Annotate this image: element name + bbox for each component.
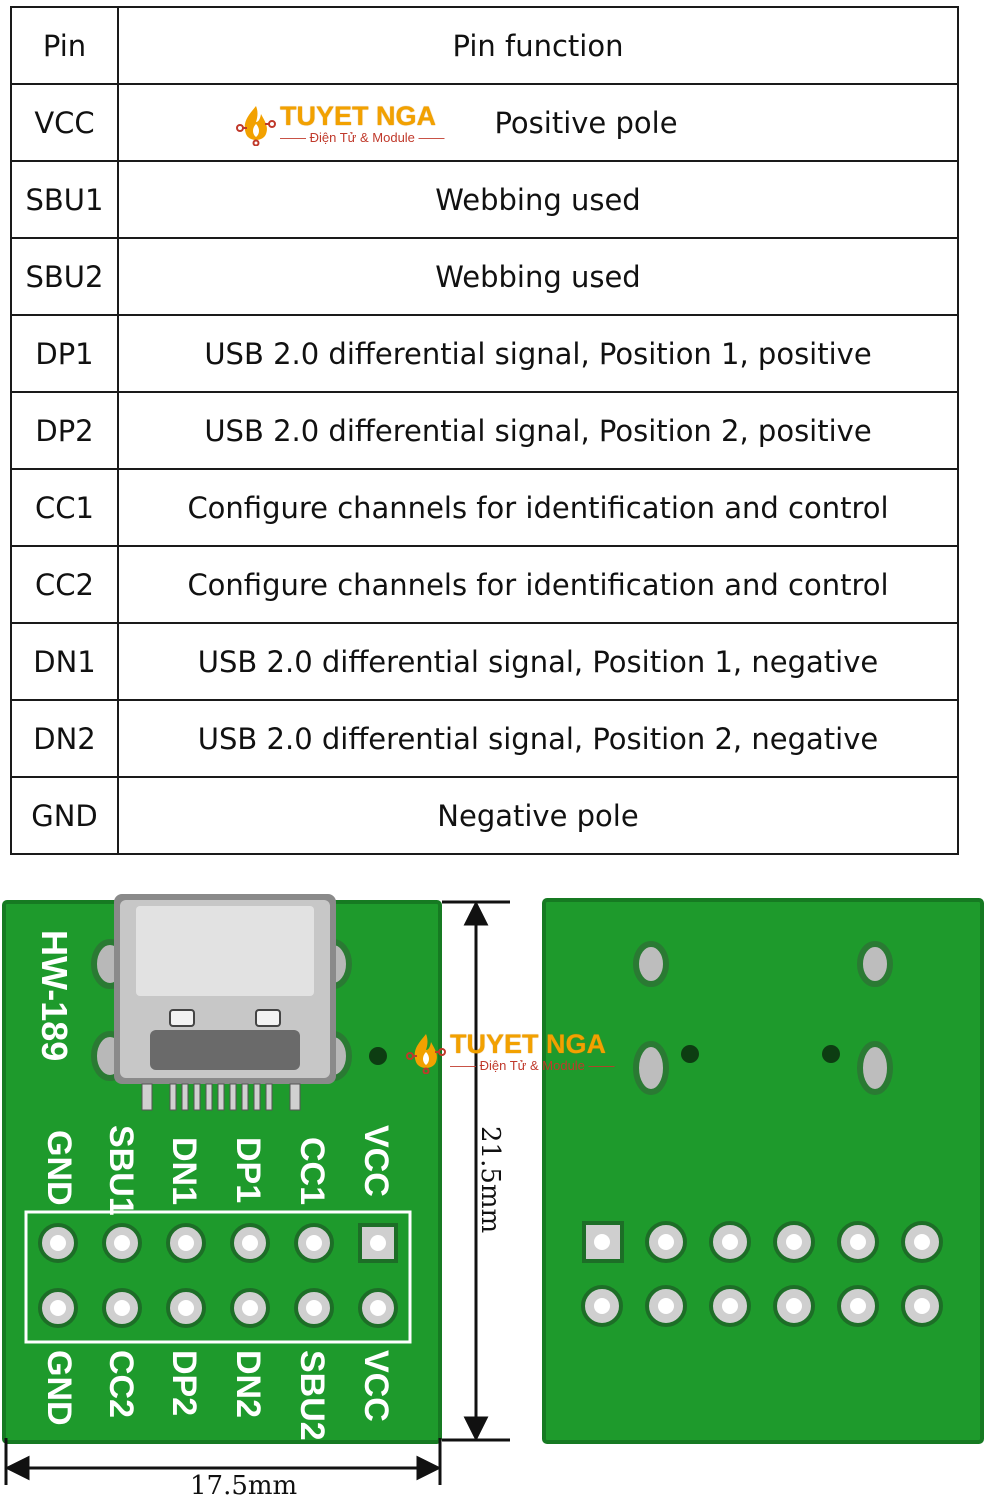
function-cell: Webbing used xyxy=(117,237,959,316)
header-pin-function: Pin function xyxy=(117,6,959,85)
board-model-label: HW-189 xyxy=(34,930,75,1061)
table-row: DN2 USB 2.0 differential signal, Positio… xyxy=(10,699,959,778)
table-row: DN1 USB 2.0 differential signal, Positio… xyxy=(10,622,959,701)
pin-label-top: VCC xyxy=(357,1125,395,1197)
function-text: Positive pole xyxy=(494,105,678,140)
back-board xyxy=(542,898,984,1444)
table-row: GND Negative pole xyxy=(10,776,959,855)
table-row: VCC Positive pole xyxy=(10,83,959,162)
via-hole-icon xyxy=(369,1047,387,1065)
front-board: HW-189 GND SBU1 DN1 DP1 CC1 VCC GND CC2 … xyxy=(2,894,510,1501)
function-cell: USB 2.0 differential signal, Position 1,… xyxy=(117,314,959,393)
function-cell: Positive pole xyxy=(117,83,959,162)
pin-cell: SBU2 xyxy=(10,237,119,316)
pin-label-top: DN1 xyxy=(165,1137,203,1205)
table-row: CC2 Configure channels for identificatio… xyxy=(10,545,959,624)
width-dimension xyxy=(4,1438,442,1485)
width-label: 17.5mm xyxy=(190,1471,297,1501)
pin-cell: VCC xyxy=(10,83,119,162)
table-row: DP2 USB 2.0 differential signal, Positio… xyxy=(10,391,959,470)
function-cell: USB 2.0 differential signal, Position 2,… xyxy=(117,391,959,470)
function-cell: USB 2.0 differential signal, Position 1,… xyxy=(117,622,959,701)
height-dimension xyxy=(442,900,510,1442)
height-label: 21.5mm xyxy=(475,1126,505,1233)
pin-label-bottom: CC2 xyxy=(102,1350,140,1418)
pin-holes-back xyxy=(581,1221,943,1327)
pin-cell: CC1 xyxy=(10,468,119,547)
table-row: SBU1 Webbing used xyxy=(10,160,959,239)
mount-pads xyxy=(633,941,893,1095)
function-cell: Webbing used xyxy=(117,160,959,239)
pin-label-bottom: DP2 xyxy=(165,1350,203,1416)
table-row: CC1 Configure channels for identificatio… xyxy=(10,468,959,547)
pin-label-bottom: SBU2 xyxy=(293,1350,331,1441)
via-hole-icon xyxy=(681,1045,699,1063)
via-hole-icon xyxy=(822,1045,840,1063)
header-pin: Pin xyxy=(10,6,119,85)
header-outline xyxy=(24,1210,412,1344)
pin-label-top: DP1 xyxy=(229,1137,267,1203)
pin-label-top: GND xyxy=(40,1130,78,1206)
pin-cell: DN1 xyxy=(10,622,119,701)
pin-cell: DN2 xyxy=(10,699,119,778)
function-cell: USB 2.0 differential signal, Position 2,… xyxy=(117,699,959,778)
pin-label-top: SBU1 xyxy=(102,1125,140,1216)
usb-c-connector-icon xyxy=(114,894,336,1111)
function-cell: Configure channels for identification an… xyxy=(117,545,959,624)
pin-label-bottom: VCC xyxy=(357,1350,395,1422)
table-header-row: Pin Pin function xyxy=(10,6,959,85)
function-cell: Negative pole xyxy=(117,776,959,855)
table-row: DP1 USB 2.0 differential signal, Positio… xyxy=(10,314,959,393)
pin-cell: CC2 xyxy=(10,545,119,624)
pin-holes xyxy=(38,1223,398,1328)
function-cell: Configure channels for identification an… xyxy=(117,468,959,547)
pin-function-table: Pin Pin function VCC Positive pole SBU1 … xyxy=(10,6,959,855)
pin-label-top: CC1 xyxy=(293,1137,331,1205)
pin-cell: GND xyxy=(10,776,119,855)
pin-cell: SBU1 xyxy=(10,160,119,239)
pin-label-bottom: GND xyxy=(40,1350,78,1426)
pin-cell: DP2 xyxy=(10,391,119,470)
pcb-back xyxy=(542,898,984,1444)
pin-label-bottom: DN2 xyxy=(229,1350,267,1418)
board-photos: HW-189 GND SBU1 DN1 DP1 CC1 VCC GND CC2 … xyxy=(0,880,1000,1502)
table-row: SBU2 Webbing used xyxy=(10,237,959,316)
pin-cell: DP1 xyxy=(10,314,119,393)
